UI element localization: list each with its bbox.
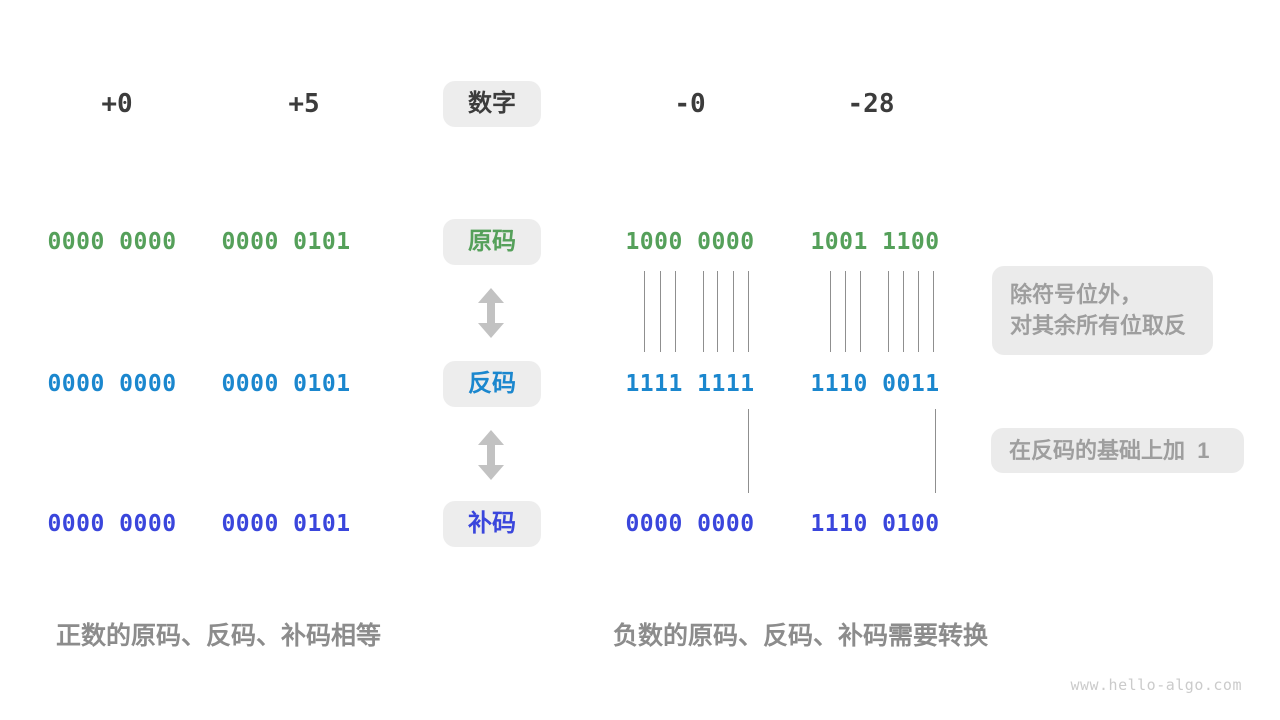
bit-flip-line [733, 271, 734, 352]
badge-twos-complement: 补码 [443, 501, 541, 547]
twos-complement-value-plus0: 0000 0000 [47, 511, 177, 537]
bit-flip-line [888, 271, 889, 352]
sign-magnitude-value-minus0: 1000 0000 [625, 229, 755, 255]
badge-number: 数字 [443, 81, 541, 127]
ones-complement-value-plus0: 0000 0000 [47, 371, 177, 397]
header-plus-0: +0 [101, 89, 133, 119]
note-flip-bits-line2: 对其余所有位取反 [1010, 313, 1187, 338]
twos-complement-value-minus28: 1110 0100 [810, 511, 940, 537]
ones-complement-value-minus0: 1111 1111 [625, 371, 755, 397]
header-minus-28: -28 [847, 89, 895, 119]
sign-magnitude-value-minus28: 1001 1100 [810, 229, 940, 255]
bit-flip-line [903, 271, 904, 352]
bit-flip-line [717, 271, 718, 352]
note-flip-bits: 除符号位外， 对其余所有位取反 [992, 266, 1213, 355]
header-minus-0: -0 [674, 89, 706, 119]
bit-flip-line [748, 271, 749, 352]
note-flip-bits-line1: 除符号位外， [1010, 282, 1143, 307]
twos-complement-value-plus5: 0000 0101 [221, 511, 351, 537]
double-arrow-icon [478, 430, 504, 480]
bit-flip-line [845, 271, 846, 352]
sign-magnitude-value-plus0: 0000 0000 [47, 229, 177, 255]
header-plus-5: +5 [288, 89, 320, 119]
caption-negative-numbers: 负数的原码、反码、补码需要转换 [613, 622, 989, 650]
bit-flip-line [933, 271, 934, 352]
note-add-one: 在反码的基础上加 1 [991, 428, 1244, 473]
bit-flip-line [644, 271, 645, 352]
bit-flip-line [660, 271, 661, 352]
watermark-url: www.hello-algo.com [1070, 676, 1242, 694]
bit-flip-line [703, 271, 704, 352]
bit-flip-line [860, 271, 861, 352]
ones-complement-value-minus28: 1110 0011 [810, 371, 940, 397]
sign-magnitude-value-plus5: 0000 0101 [221, 229, 351, 255]
caption-positive-numbers: 正数的原码、反码、补码相等 [56, 622, 382, 650]
double-arrow-icon [478, 288, 504, 338]
twos-complement-value-minus0: 0000 0000 [625, 511, 755, 537]
add-one-line [935, 409, 936, 493]
bit-flip-line [830, 271, 831, 352]
bit-flip-line [675, 271, 676, 352]
badge-ones-complement: 反码 [443, 361, 541, 407]
bit-flip-line [918, 271, 919, 352]
ones-complement-value-plus5: 0000 0101 [221, 371, 351, 397]
add-one-line [748, 409, 749, 493]
badge-sign-magnitude: 原码 [443, 219, 541, 265]
